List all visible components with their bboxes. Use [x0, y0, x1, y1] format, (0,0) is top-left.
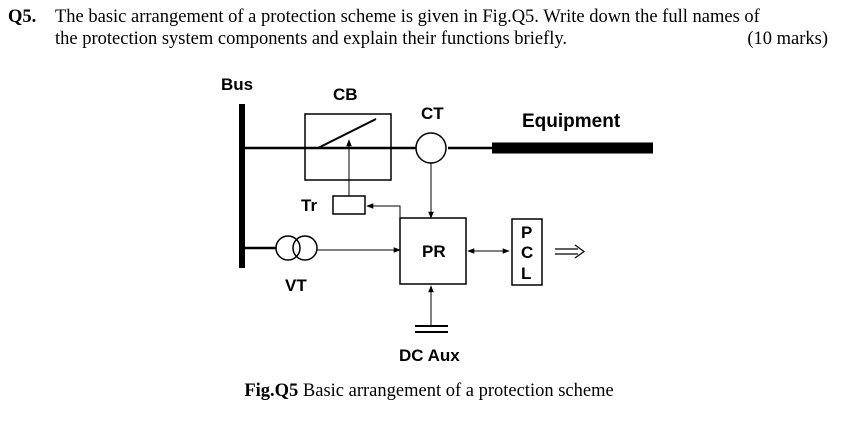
pcl-output-arrow: [555, 244, 586, 259]
circuit-breaker-contact: [317, 118, 377, 149]
question-number: Q5.: [8, 7, 37, 27]
label-tr: Tr: [301, 196, 317, 215]
label-dc-aux: DC Aux: [399, 346, 460, 365]
label-vt: VT: [285, 276, 307, 295]
label-pcl-l: L: [521, 264, 531, 283]
trip-coil-box: [332, 195, 366, 215]
pr-to-trip-arrow: [366, 203, 401, 218]
figure-caption-label: Fig.Q5: [244, 381, 299, 401]
label-pcl-c: C: [521, 243, 533, 262]
label-cb: CB: [333, 85, 358, 104]
question-text-line1: The basic arrangement of a protection sc…: [55, 7, 760, 27]
label-ct: CT: [421, 104, 444, 123]
label-pcl-p: P: [521, 223, 532, 242]
label-bus: Bus: [221, 75, 253, 94]
label-equipment: Equipment: [522, 111, 621, 132]
figure-caption: Fig.Q5 Basic arrangement of a protection…: [0, 380, 858, 402]
figure-caption-text: Basic arrangement of a protection scheme: [298, 381, 614, 401]
voltage-transformer-coil-2: [292, 235, 318, 261]
voltage-transformer-coil-1: [275, 235, 301, 261]
pcl-box: [511, 218, 543, 286]
label-pr: PR: [422, 242, 446, 261]
current-transformer-symbol: [415, 132, 447, 164]
question-marks: (10 marks): [747, 29, 828, 49]
question-text-line2: the protection system components and exp…: [55, 29, 568, 49]
circuit-breaker-box: [304, 113, 392, 181]
